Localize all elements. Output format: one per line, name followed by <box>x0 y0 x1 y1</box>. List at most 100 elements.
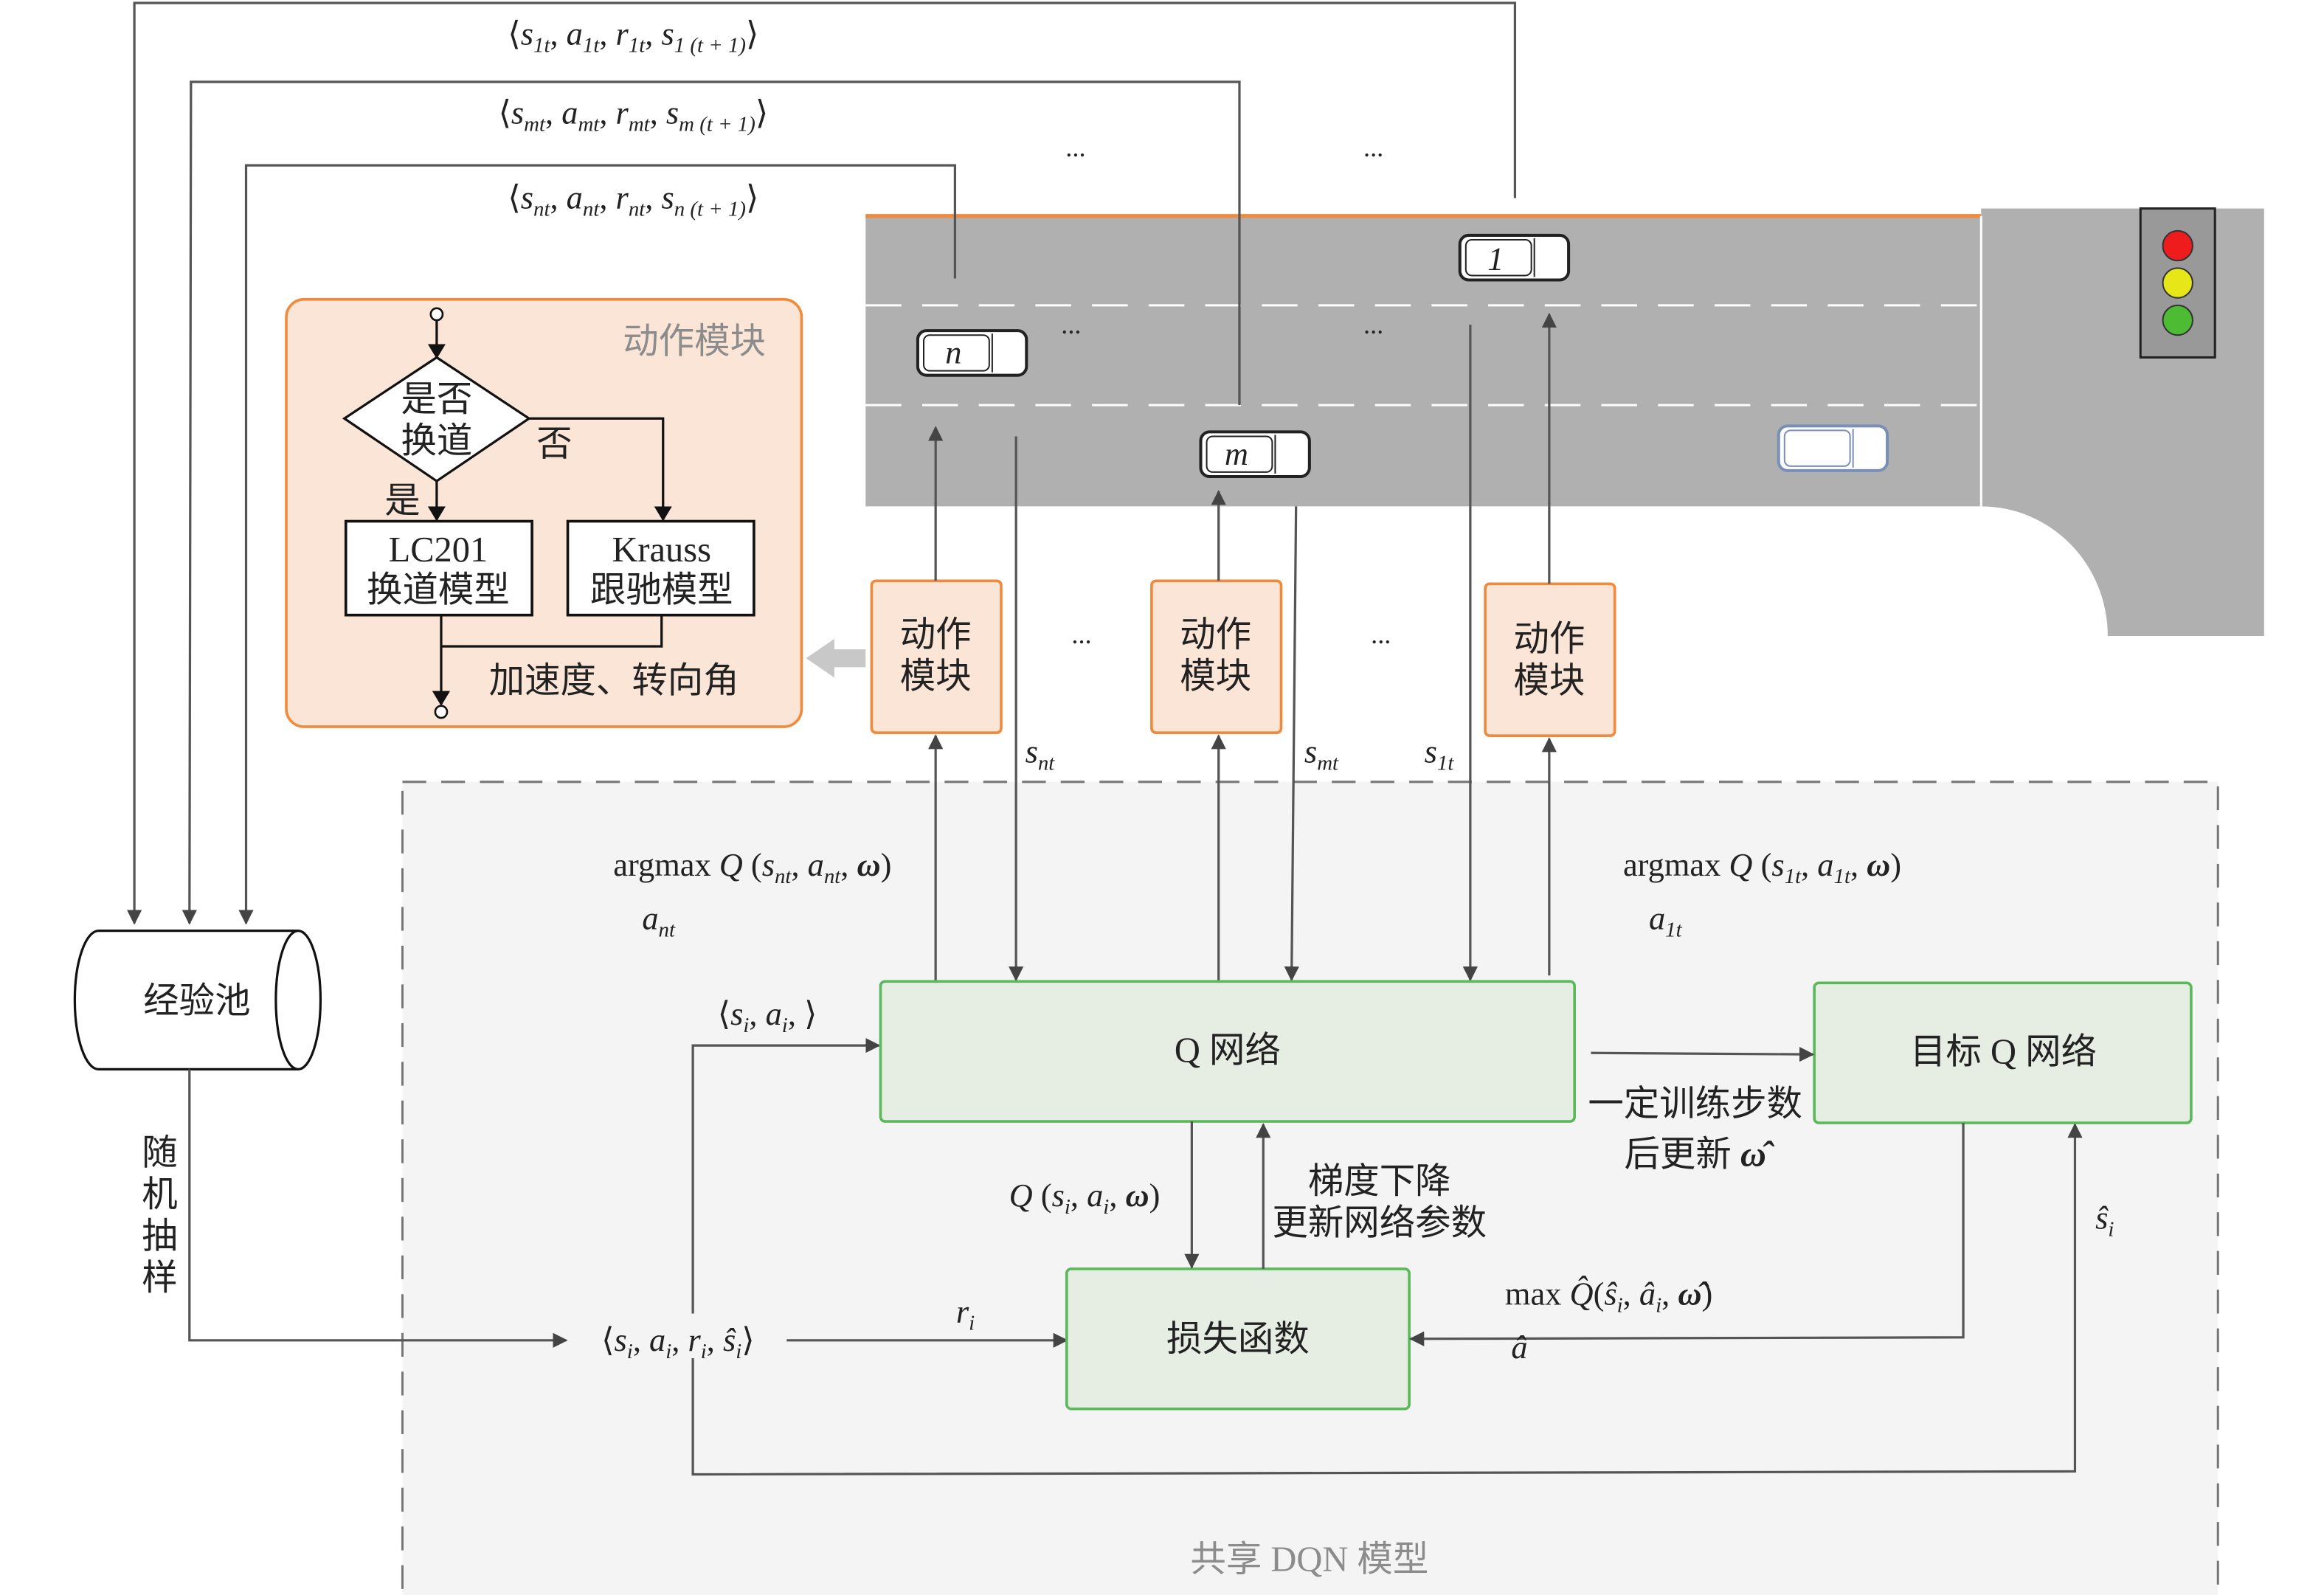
math-segment: mt <box>629 113 651 136</box>
no-label: 否 <box>536 425 572 464</box>
action-box-1: 动作 模块 <box>1484 582 1616 738</box>
ellipsis: ... <box>1363 133 1383 162</box>
math-segment: , <box>1071 1177 1087 1214</box>
math-segment: s <box>762 846 775 883</box>
car-1: 1 <box>1458 233 1571 282</box>
car-n-label: n <box>945 334 961 371</box>
lc201-sub: 换道模型 <box>367 571 510 610</box>
math-segment: i <box>1065 1195 1071 1219</box>
update-line1: 一定训练步数 <box>1588 1084 1802 1124</box>
state-smt: smt <box>1304 733 1339 775</box>
math-segment: , <box>749 995 765 1032</box>
math-segment: ) <box>881 846 892 883</box>
argmax-n: argmax Q (snt, ant, ω) <box>613 846 891 888</box>
math-segment: i <box>1656 1293 1661 1317</box>
update-line2: 后更新 ω̂ <box>1624 1135 1774 1174</box>
math-segment: s <box>730 995 743 1032</box>
ellipsis: ... <box>1371 620 1391 649</box>
math-segment: i <box>2108 1217 2114 1241</box>
math-segment: nt <box>1038 752 1055 775</box>
state-snt: snt <box>1026 733 1056 775</box>
math-segment: ( <box>743 846 762 883</box>
math-segment: ŝ <box>2095 1199 2109 1236</box>
math-segment: i <box>969 1312 975 1335</box>
car-n: n <box>916 329 1028 377</box>
math-segment: r <box>688 1321 701 1358</box>
expand-arrow-icon <box>806 639 866 678</box>
math-segment: , <box>1661 1275 1678 1312</box>
math-segment: s <box>521 179 533 216</box>
sampling-char: 抽 <box>142 1217 177 1256</box>
sampling-char: 机 <box>142 1175 177 1214</box>
math-segment: s <box>521 15 533 52</box>
math-segment: s <box>661 179 674 216</box>
math-segment: s <box>1771 846 1784 883</box>
math-segment: a <box>567 15 583 52</box>
sampling-char: 样 <box>142 1259 177 1298</box>
q-network-label: Q 网络 <box>1175 1030 1281 1070</box>
q-network-box: Q 网络 <box>879 980 1576 1123</box>
action-module-title: 动作模块 <box>623 322 766 361</box>
action-box-label: 模块 <box>900 657 972 696</box>
math-segment: , <box>599 94 615 131</box>
math-segment: max <box>1505 1275 1570 1312</box>
math-segment: s <box>1052 1177 1065 1214</box>
sampling-label: 随 机 抽 样 <box>142 1134 177 1298</box>
action-box-m: 动作 模块 <box>1150 579 1283 735</box>
argmax-1-sub: a1t <box>1649 900 1683 942</box>
ellipsis: ... <box>1071 620 1091 649</box>
action-box-label: 动作 <box>900 615 972 654</box>
ellipsis: ... <box>1065 133 1085 162</box>
math-segment: , <box>791 846 807 883</box>
math-segment: mt <box>1317 752 1339 775</box>
loop-line-m <box>181 80 1241 925</box>
math-segment: ⟨ <box>601 1321 614 1358</box>
car-m: m <box>1199 430 1311 478</box>
math-segment: s <box>1026 733 1038 770</box>
math-segment: ⟨ <box>499 94 511 131</box>
ellipsis: ... <box>1061 310 1081 339</box>
math-segment: 1t <box>1665 918 1682 942</box>
math-segment: nt <box>583 198 600 221</box>
math-segment: Q <box>1009 1177 1033 1214</box>
math-segment: s <box>666 94 679 131</box>
math-segment: ) <box>1149 1177 1161 1214</box>
math-segment: a <box>649 1321 665 1358</box>
math-segment: a <box>1817 846 1833 883</box>
ellipsis: ... <box>1363 310 1383 339</box>
math-segment: i <box>701 1340 707 1363</box>
math-segment: ⟨ <box>718 995 730 1032</box>
math-segment: r <box>956 1293 969 1330</box>
math-segment: , <box>1801 846 1817 883</box>
math-segment: 1t <box>1785 865 1802 888</box>
decision-line2: 换道 <box>401 422 472 461</box>
math-segment: , <box>1623 1275 1639 1312</box>
math-segment: ω <box>857 846 881 883</box>
math-segment: argmax <box>613 846 719 883</box>
math-segment: r <box>616 94 629 131</box>
action-box-label: 动作 <box>1180 615 1251 654</box>
math-segment: s <box>615 1321 627 1358</box>
lc201-box <box>344 519 533 617</box>
math-segment: ŝ <box>1604 1275 1617 1312</box>
math-segment: ω <box>1867 846 1890 883</box>
math-segment: 1t <box>1437 752 1454 775</box>
tuple-m: ⟨smt, amt, rmt, sm (t + 1)⟩ <box>499 94 769 136</box>
math-segment: 后更新 <box>1624 1135 1740 1174</box>
car-m-label: m <box>1225 435 1248 472</box>
gradient-line2: 更新网络参数 <box>1272 1203 1487 1242</box>
math-segment: a <box>766 995 782 1032</box>
dqn-region <box>401 781 2219 1595</box>
math-segment: , <box>707 1321 723 1358</box>
action-box-label: 模块 <box>1513 662 1585 701</box>
math-segment: n (t + 1) <box>674 198 746 221</box>
math-segment: i <box>627 1340 633 1363</box>
max-q-label: max Q̂(ŝi, âi, ω̂) <box>1505 1275 1712 1317</box>
math-segment: , <box>671 1321 688 1358</box>
krauss-sub: 跟驰模型 <box>590 571 733 610</box>
math-segment: 1t <box>629 34 646 58</box>
math-segment: m (t + 1) <box>679 113 755 136</box>
krauss-label: Krauss <box>612 530 711 570</box>
math-segment: ) <box>1890 846 1901 883</box>
